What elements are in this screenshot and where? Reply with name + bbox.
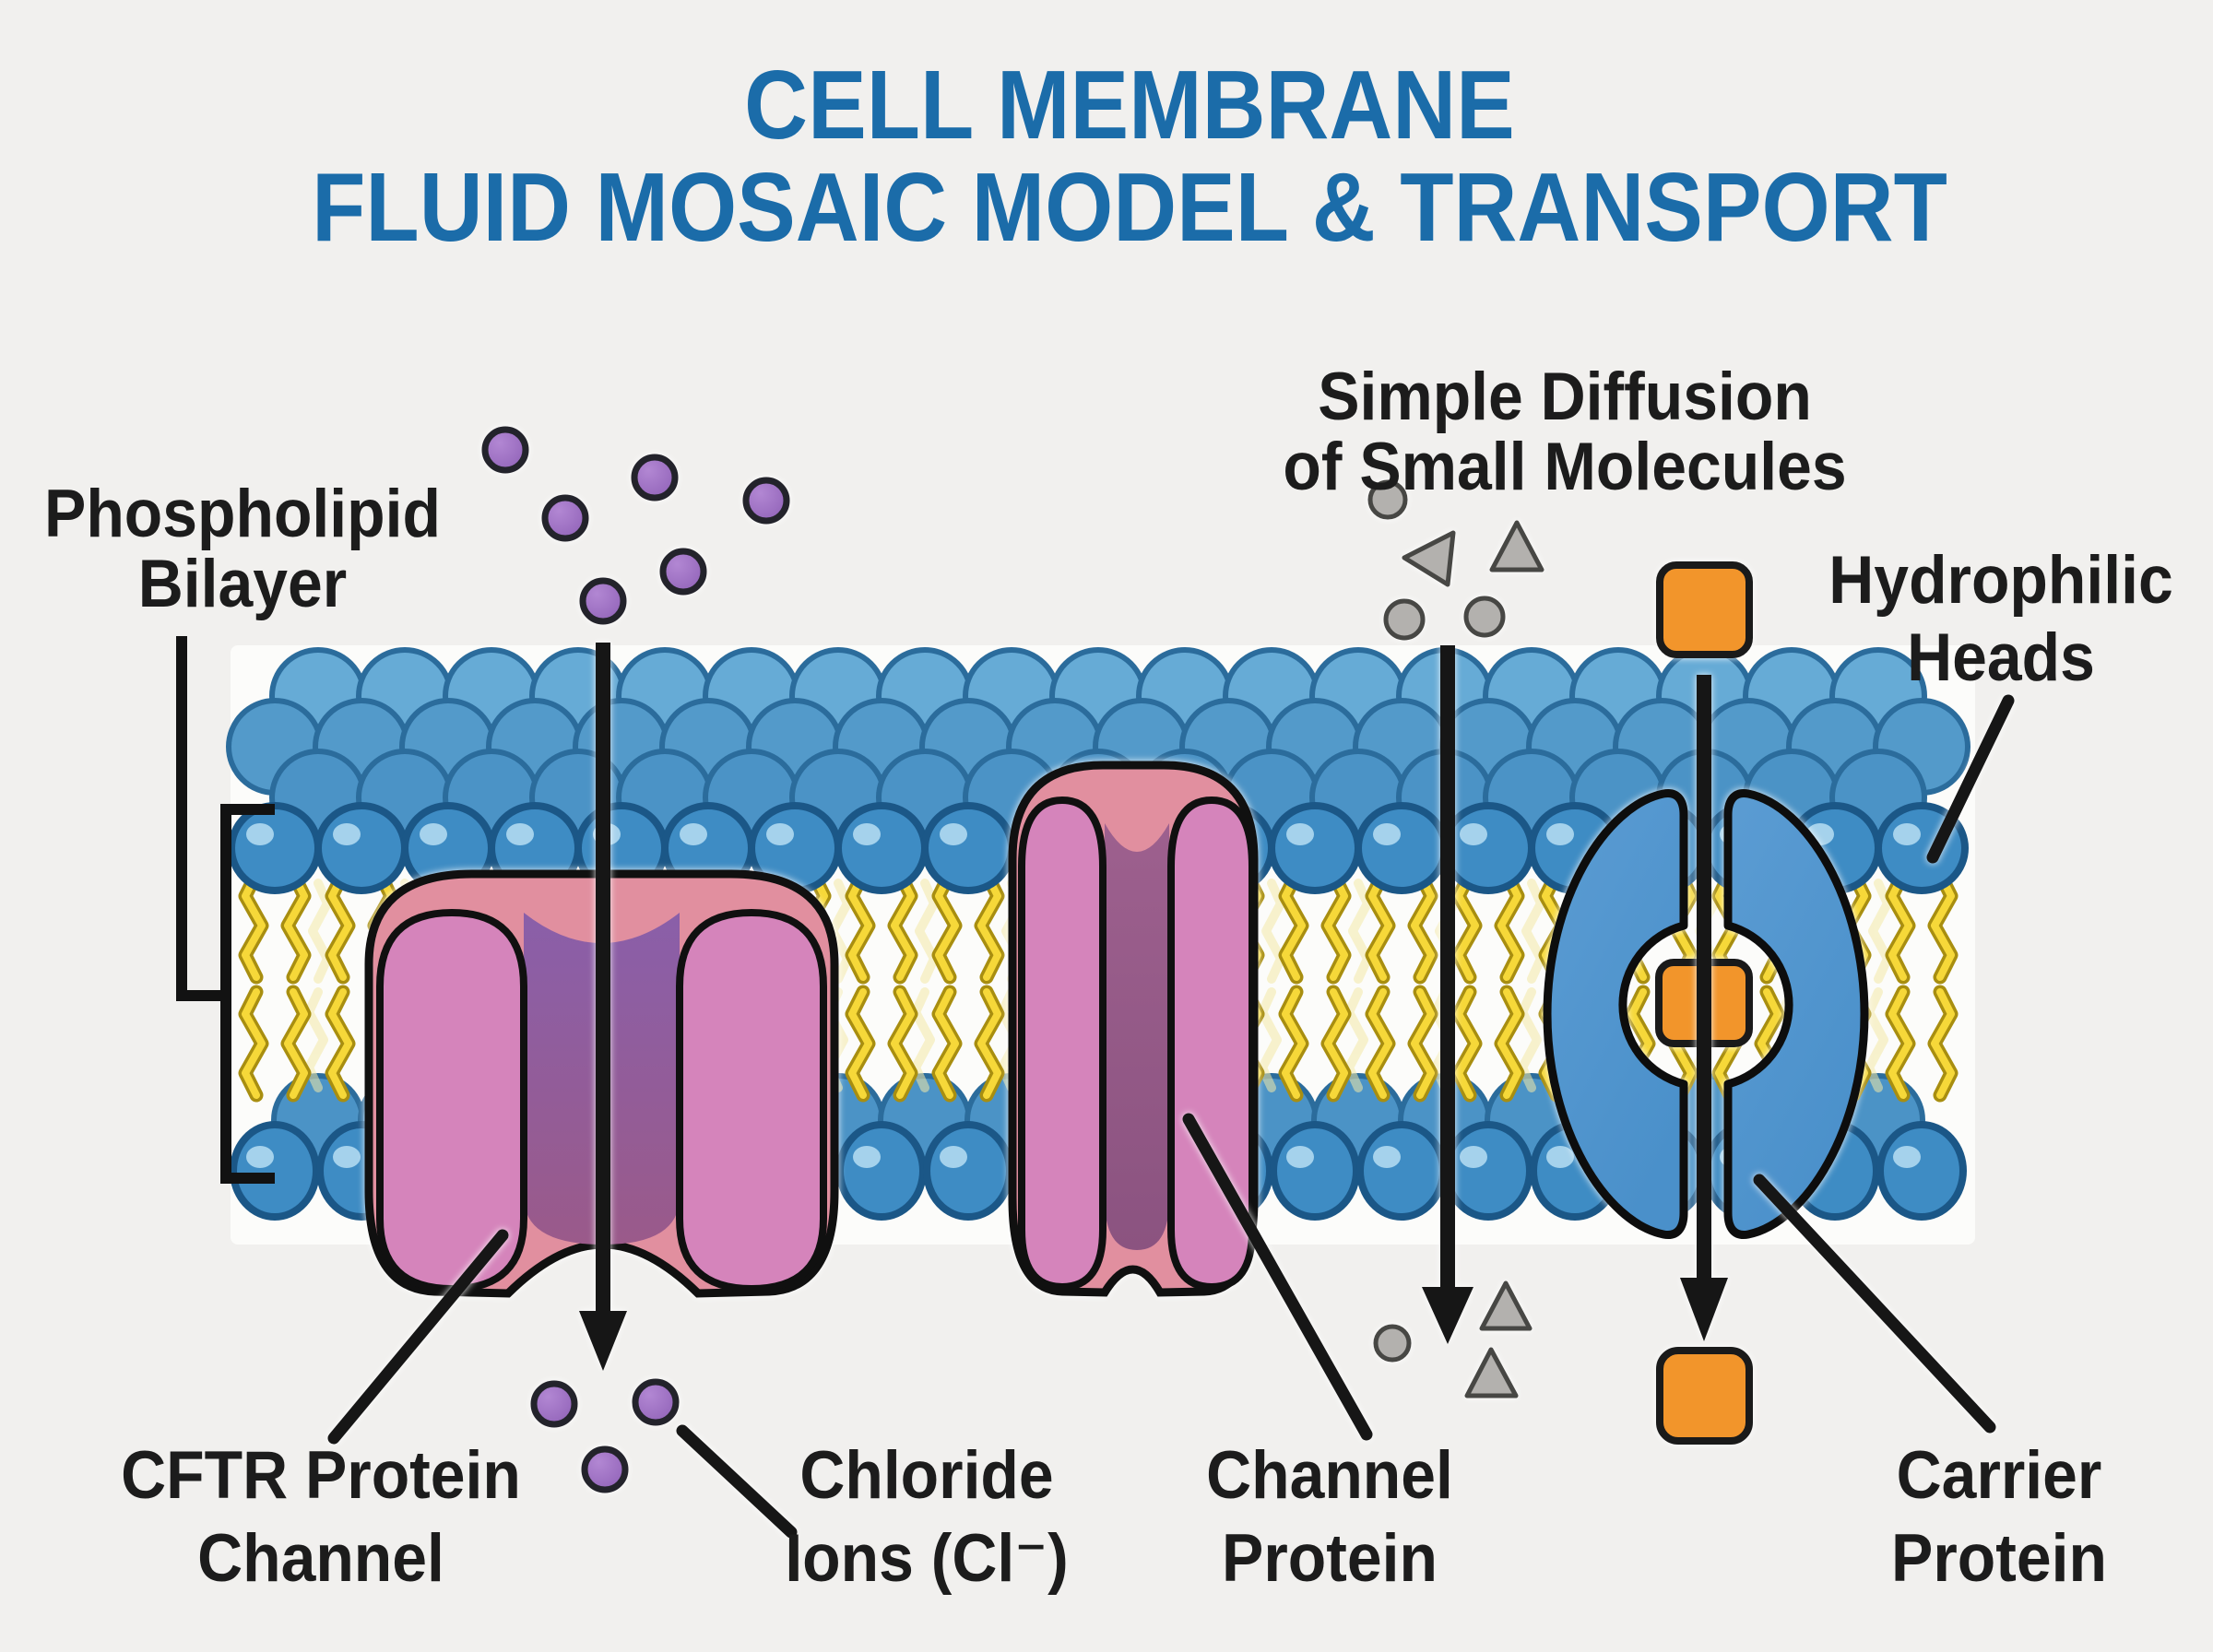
label-hydrophilic-heads: Hydrophilic Heads	[1828, 542, 2172, 697]
title-line1: CELL MEMBRANE	[744, 51, 1515, 159]
label-channel-line2: Protein	[1222, 1521, 1438, 1596]
label-chloride-line2: Ions (Cl⁻)	[785, 1521, 1069, 1596]
label-cftr-line2: Channel	[197, 1521, 444, 1596]
chloride-ions	[481, 426, 790, 1493]
label-cftr-line1: CFTR Protein	[121, 1438, 521, 1513]
label-carrier-line1: Carrier	[1896, 1438, 2102, 1513]
page-title: CELL MEMBRANE FLUID MOSAIC MODEL & TRANS…	[312, 54, 1947, 259]
channel-protein	[1008, 761, 1259, 1297]
label-phospholipid-bilayer: Phospholipid Bilayer	[44, 479, 441, 620]
label-cftr-channel: CFTR Protein Channel	[121, 1434, 521, 1600]
label-hydrophilic-line2: Heads	[1907, 620, 2095, 695]
label-phospholipid-line1: Phospholipid	[44, 477, 441, 551]
label-channel-line1: Channel	[1206, 1438, 1453, 1513]
label-carrier-protein: Carrier Protein	[1891, 1434, 2107, 1600]
title-line2: FLUID MOSAIC MODEL & TRANSPORT	[312, 153, 1947, 262]
label-phospholipid-line2: Bilayer	[137, 547, 348, 621]
label-simple-diffusion-line2: of Small Molecules	[1283, 430, 1847, 504]
cftr-protein-channel	[364, 869, 839, 1298]
small-molecules	[1367, 479, 1544, 1398]
label-carrier-line2: Protein	[1891, 1521, 2107, 1596]
label-simple-diffusion-line1: Simple Diffusion	[1318, 360, 1812, 434]
carrier-protein	[1543, 788, 1869, 1240]
label-pointer-lines	[327, 694, 2015, 1539]
bilayer-bracket	[176, 636, 275, 1184]
label-chloride-line1: Chloride	[799, 1438, 1054, 1513]
label-hydrophilic-line1: Hydrophilic	[1828, 543, 2173, 618]
label-chloride-ions: Chloride Ions (Cl⁻)	[785, 1434, 1068, 1600]
label-simple-diffusion: Simple Diffusion of Small Molecules	[1283, 362, 1846, 502]
label-channel-protein: Channel Protein	[1206, 1434, 1453, 1600]
transport-arrows	[579, 643, 1728, 1371]
